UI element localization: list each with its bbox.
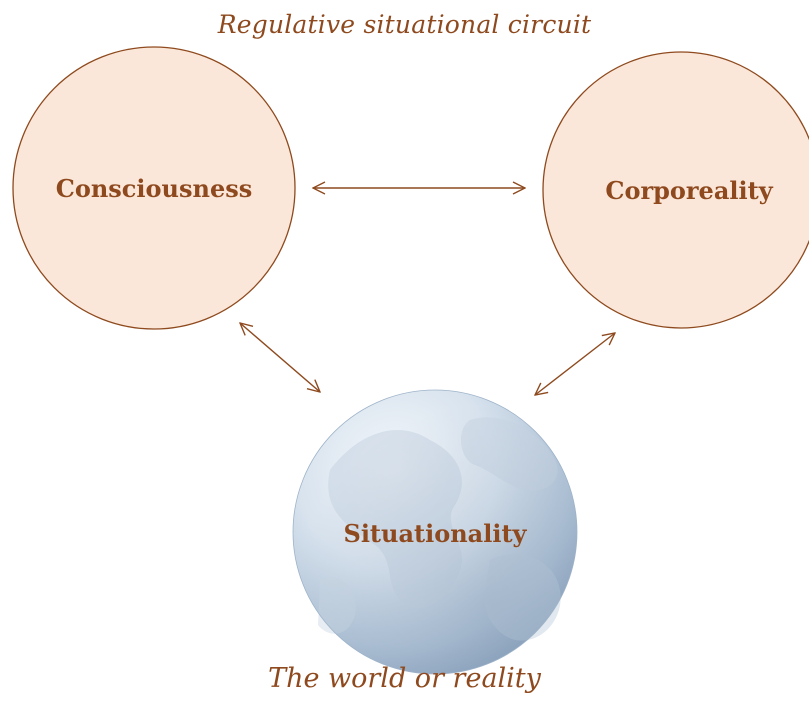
situationality-label: Situationality bbox=[343, 519, 527, 548]
earth-globe-icon bbox=[292, 389, 578, 675]
diagram-subtitle: The world or reality bbox=[268, 663, 541, 694]
situationality-node: Situationality bbox=[292, 389, 578, 675]
diagram-title: Regulative situational circuit bbox=[217, 10, 592, 39]
consciousness-circle bbox=[12, 46, 296, 330]
consciousness-label: Consciousness bbox=[56, 174, 253, 203]
arrow-consciousness-situationality bbox=[240, 323, 320, 392]
corporeality-label: Corporeality bbox=[605, 176, 773, 205]
corporeality-node: Corporeality bbox=[542, 51, 809, 329]
corporeality-circle bbox=[542, 51, 809, 329]
arrow-corporeality-situationality bbox=[535, 333, 615, 395]
consciousness-node: Consciousness bbox=[12, 46, 296, 330]
